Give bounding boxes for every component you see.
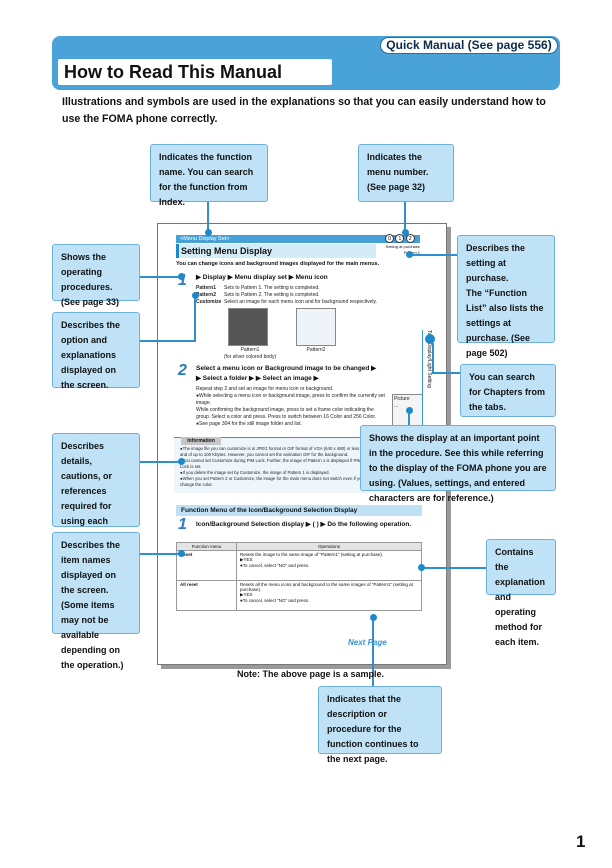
callout-option-explanations: Describes the option and explanations di… <box>52 312 140 390</box>
step-2b-text: ▶ Select a folder ▶ ▶ Select an image ▶ <box>196 375 319 382</box>
info-line: ●You cannot set Customize during PIM Loc… <box>180 458 362 469</box>
connector-dot <box>406 251 413 258</box>
connector-line <box>422 567 486 569</box>
phone-screen-text: Picture ... <box>394 396 410 409</box>
connector-dot <box>418 564 425 571</box>
info-line: ●The image file you can customize is in … <box>180 446 369 457</box>
step-note: While confirming the background image, p… <box>196 407 377 420</box>
connector-dot <box>178 273 185 280</box>
connector-dot <box>178 458 185 465</box>
func-step-text: Icon/Background Selection display ▶ ( ) … <box>196 521 412 528</box>
connector-line <box>194 295 196 342</box>
sample-lead: You can change icons and background imag… <box>176 261 380 267</box>
step-2-notes: Repeat step 2 and set an image for menu … <box>196 386 386 428</box>
step-note: ●See page 304 for the still image folder… <box>196 421 302 427</box>
table-cell: Reset <box>176 550 237 581</box>
badge-2: 2 <box>405 234 415 243</box>
connector-line <box>140 461 180 463</box>
connector-line <box>140 276 180 278</box>
callout-setting-at-purchase: Describes the setting at purchase. The “… <box>457 235 555 358</box>
sample-note: Note: The above page is a sample. <box>237 669 385 679</box>
badge-0: 0 <box>385 234 394 243</box>
sample-title: Setting Menu Display <box>176 244 376 258</box>
step-2-number: 2 <box>178 362 187 379</box>
quick-manual-badge: Quick Manual (See page 556) <box>380 37 558 54</box>
next-page-label: Next Page <box>348 638 387 647</box>
callout-explanation-item: Contains the explanation and operating m… <box>486 539 556 647</box>
connector-line <box>140 553 180 555</box>
table-cell: Resets all the menu icons and background… <box>236 580 422 611</box>
connector-dot <box>402 229 409 236</box>
step-note: ●While selecting a menu icon or backgrou… <box>196 393 385 406</box>
table-header: Operations <box>236 542 422 551</box>
callout-operating-procedures: Shows the operating procedures. (See pag… <box>52 244 140 307</box>
connector-line <box>432 343 434 373</box>
connector-dot <box>205 229 212 236</box>
step-1-text: ▶ Display ▶ Menu display set ▶ Menu icon <box>196 274 328 281</box>
connector-line <box>404 201 406 232</box>
callout-display-point: Shows the display at an important point … <box>360 425 556 503</box>
connector-dot <box>192 292 199 299</box>
table-header: Function menu <box>176 542 237 551</box>
callout-menu-number: Indicates the menu number. (See page 32) <box>358 144 454 202</box>
callout-chapter-tabs: You can search for Chapters from the tab… <box>460 364 556 417</box>
intro-text: Illustrations and symbols are used in th… <box>62 96 546 125</box>
connector-line <box>140 340 195 342</box>
connector-line <box>408 410 410 426</box>
callout-details: Describes details, cautions, or referenc… <box>52 433 140 541</box>
table-cell: All reset <box>176 580 237 611</box>
step-2-text: Select a menu icon or Background image t… <box>196 365 377 372</box>
step-note: Repeat step 2 and set an image for menu … <box>196 386 334 392</box>
callout-next-page: Indicates that the description or proced… <box>318 686 442 764</box>
connector-line <box>410 254 458 256</box>
connector-line <box>207 201 209 234</box>
page-number: 1 <box>576 832 586 851</box>
pattern2-thumbnail <box>296 308 336 346</box>
table-cell: Resets the image to the same image of “P… <box>236 550 422 581</box>
connector-dot <box>406 407 413 414</box>
information-lines: ●The image file you can customize is in … <box>180 446 370 488</box>
pattern1-caption: Pattern1 (for silver colored body) <box>223 347 277 360</box>
info-line: ●If you delete the image set by Customiz… <box>180 470 330 475</box>
pattern1-thumbnail <box>228 308 268 346</box>
page-title: How to Read This Manual <box>58 59 332 85</box>
connector-line <box>432 372 460 374</box>
sample-function-bar: <Menu Display Set> <box>176 235 420 243</box>
connector-line <box>372 617 374 687</box>
menu-number-badges: 0 1 2 <box>385 234 415 243</box>
func-step-number: 1 <box>178 516 187 533</box>
tab-marker <box>425 334 435 344</box>
information-tag: Information <box>181 437 221 445</box>
info-line: ●When you set Pattern 2 or Customize, th… <box>180 476 364 487</box>
step-1-number: 1 <box>178 272 187 289</box>
connector-dot <box>178 550 185 557</box>
connector-dot <box>370 614 377 621</box>
pattern2-caption: Pattern2 <box>306 347 326 353</box>
callout-item-names: Describes the item names displayed on th… <box>52 532 140 670</box>
callout-function-name: Indicates the function name. You can sea… <box>150 144 268 207</box>
function-menu-bar: Function Menu of the Icon/Background Sel… <box>176 505 422 516</box>
